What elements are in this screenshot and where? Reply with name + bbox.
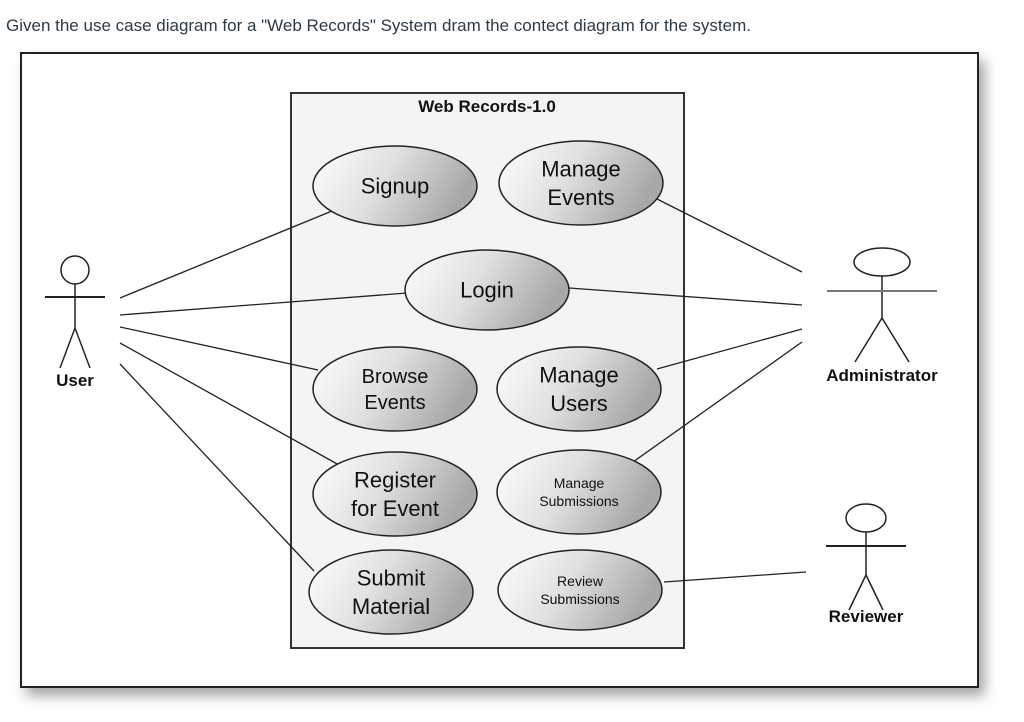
stick-figure-icon bbox=[827, 247, 937, 363]
use-case-label: Login bbox=[460, 278, 514, 303]
stick-figure-icon bbox=[45, 255, 105, 369]
use-case-signup[interactable]: Signup bbox=[312, 145, 478, 227]
use-case-label: Register bbox=[354, 467, 436, 492]
use-case-label: Review bbox=[557, 573, 604, 589]
use-cases: SignupManageEventsLoginBrowseEventsManag… bbox=[308, 140, 664, 635]
question-text: Given the use case diagram for a "Web Re… bbox=[6, 16, 751, 35]
association-administrator-manage-submissions bbox=[632, 341, 803, 463]
actor-user[interactable]: User bbox=[45, 255, 105, 390]
use-case-label: Events bbox=[547, 185, 614, 210]
association-user-register-for-event bbox=[119, 342, 340, 466]
use-case-label: Manage bbox=[539, 362, 619, 387]
actor-label: User bbox=[56, 371, 94, 390]
use-case-label: Manage bbox=[554, 475, 605, 491]
use-case-ellipse bbox=[312, 451, 478, 537]
actor-reviewer[interactable]: Reviewer bbox=[826, 503, 906, 626]
stick-figure-icon bbox=[826, 503, 906, 611]
use-case-ellipse bbox=[312, 346, 478, 432]
use-case-login[interactable]: Login bbox=[404, 249, 570, 331]
use-case-label: Users bbox=[550, 391, 607, 416]
association-administrator-manage-users bbox=[656, 328, 803, 370]
association-user-signup bbox=[119, 210, 333, 299]
actor-administrator[interactable]: Administrator bbox=[826, 247, 938, 385]
association-administrator-manage-events bbox=[656, 198, 803, 273]
use-case-label: Material bbox=[352, 594, 430, 619]
associations bbox=[119, 198, 807, 583]
use-case-label: Events bbox=[364, 392, 425, 414]
use-case-ellipse bbox=[312, 145, 478, 227]
association-user-submit-material bbox=[119, 363, 315, 572]
association-reviewer-review-submissions bbox=[663, 571, 807, 583]
use-case-ellipse bbox=[497, 549, 663, 631]
use-case-label: Browse bbox=[362, 366, 429, 388]
association-administrator-login bbox=[568, 287, 803, 306]
use-case-label: for Event bbox=[351, 496, 439, 521]
use-case-label: Manage bbox=[541, 156, 621, 181]
use-case-ellipse bbox=[404, 249, 570, 331]
actor-label: Reviewer bbox=[829, 607, 904, 626]
use-case-label: Submissions bbox=[539, 493, 618, 509]
use-case-ellipse bbox=[308, 549, 474, 635]
use-case-label: Signup bbox=[361, 174, 430, 199]
association-user-browse-events bbox=[119, 326, 319, 371]
use-case-label: Submit bbox=[357, 565, 425, 590]
use-case-ellipse bbox=[498, 140, 664, 226]
system-title: Web Records-1.0 bbox=[418, 97, 556, 116]
use-case-register-for-event[interactable]: Register for Event bbox=[312, 451, 478, 537]
use-case-ellipse bbox=[496, 346, 662, 432]
use-case-ellipse bbox=[496, 449, 662, 535]
use-case-label: Submissions bbox=[540, 591, 619, 607]
actor-label: Administrator bbox=[826, 366, 938, 385]
association-user-login bbox=[119, 292, 408, 316]
